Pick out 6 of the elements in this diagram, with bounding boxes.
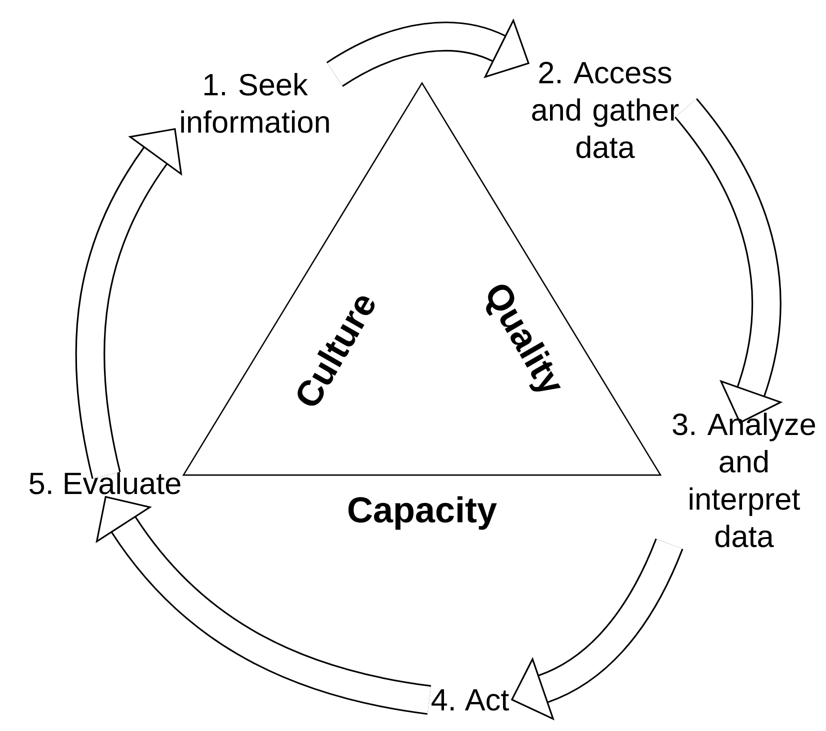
step-label: 2. Access and gather data bbox=[532, 62, 679, 158]
step-label: 5. Evaluate bbox=[30, 472, 180, 494]
step-label: 3. Analyze and interpret data bbox=[672, 412, 816, 548]
step-label: 1. Seek information bbox=[181, 73, 329, 133]
node-label: Capacity bbox=[348, 496, 497, 530]
step-label: 4. Act bbox=[432, 689, 509, 711]
